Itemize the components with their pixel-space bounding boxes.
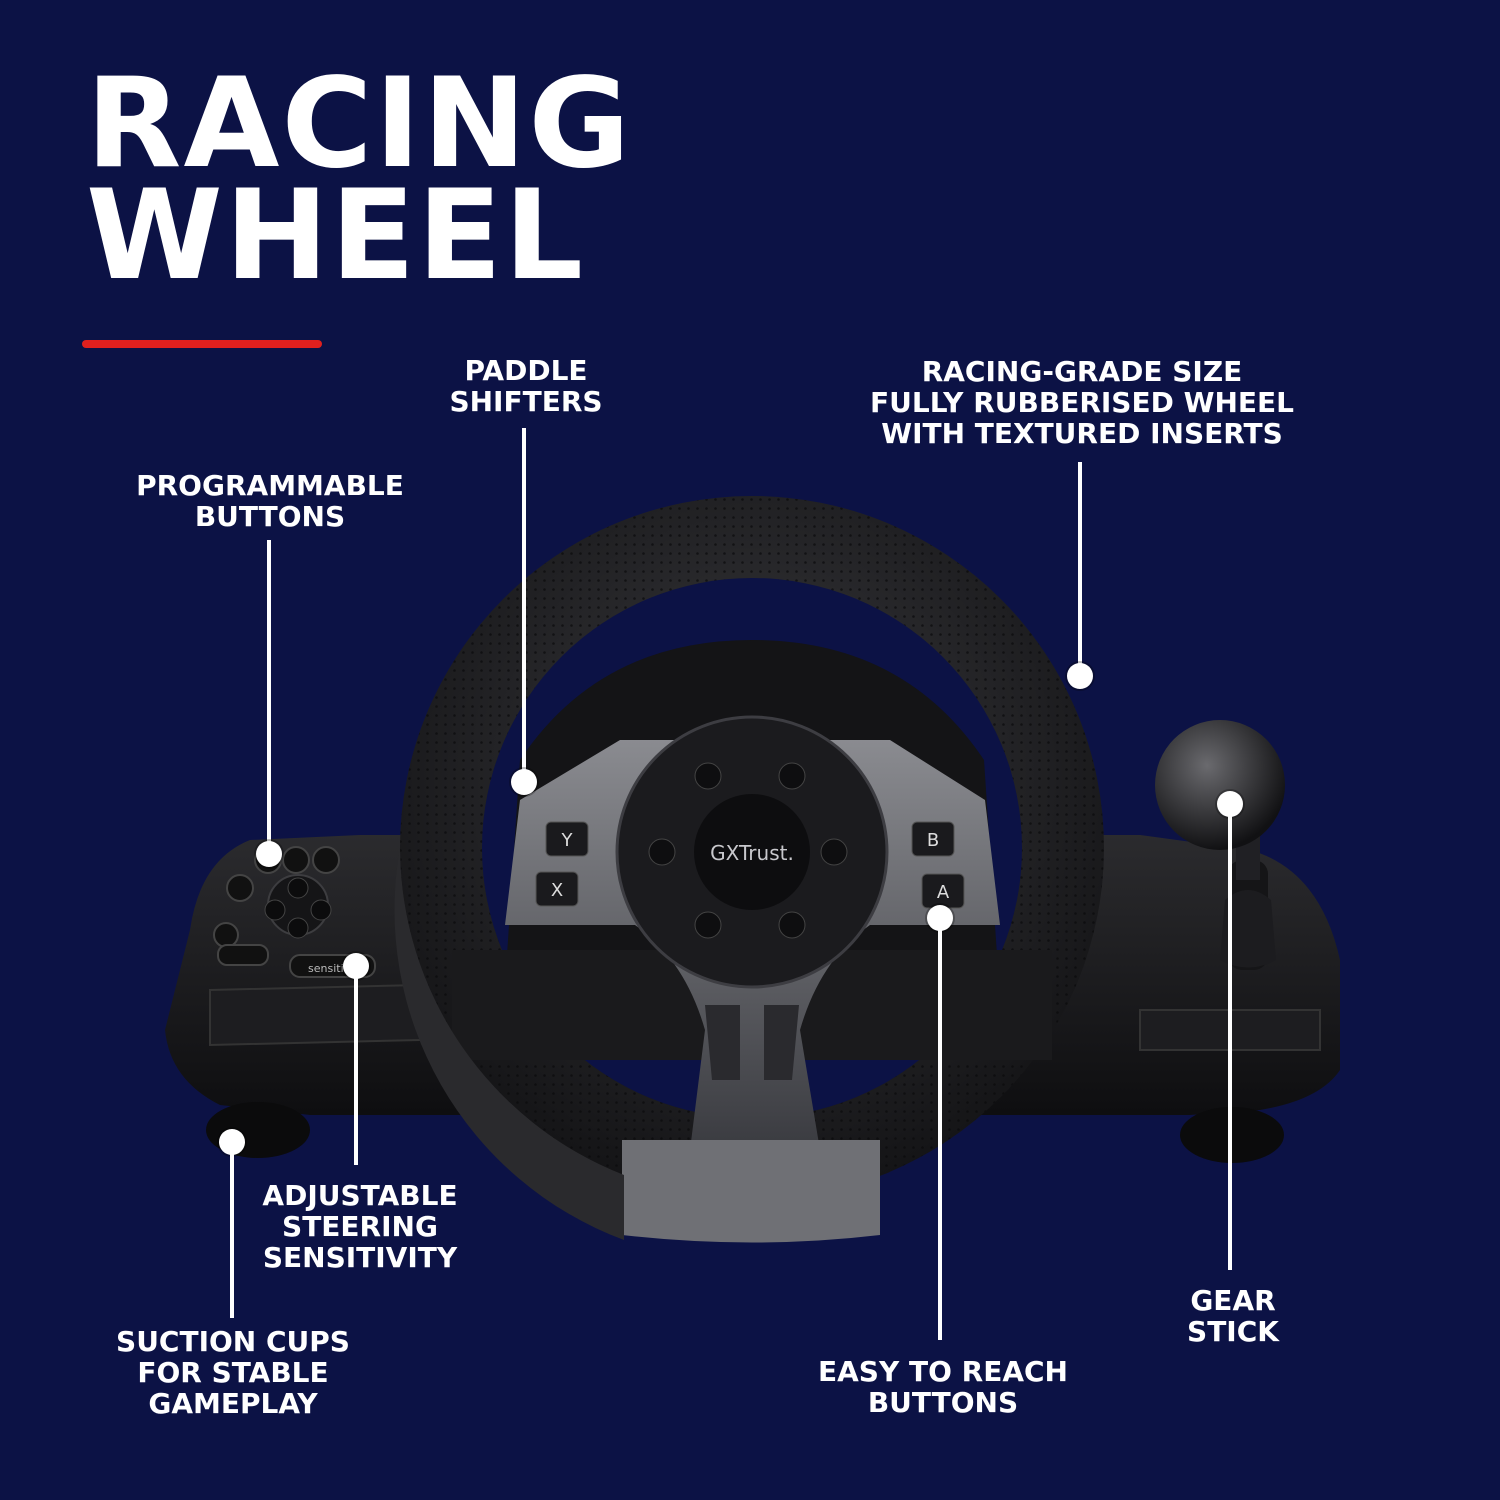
headline-line-1: RACING xyxy=(86,52,633,196)
callout-paddle-line-1: PADDLE xyxy=(464,354,588,387)
callout-adjustable-sensitivity: ADJUSTABLE STEERING SENSITIVITY xyxy=(262,1180,457,1273)
callout-reach-line-1: EASY TO REACH xyxy=(818,1355,1068,1388)
gear-stick-graphic xyxy=(1155,720,1285,970)
programmable-leader-line xyxy=(267,540,271,850)
callout-sensitivity-line-1: ADJUSTABLE xyxy=(262,1179,458,1212)
button-a-label: A xyxy=(937,882,950,903)
programmable-buttons-cluster: sensitivity xyxy=(213,846,376,978)
callout-gear-line-1: GEAR xyxy=(1190,1284,1276,1317)
callout-wheel-size-line-3: WITH TEXTURED INSERTS xyxy=(881,417,1283,450)
sensitivity-leader-line xyxy=(354,970,358,1165)
callout-wheel-size-line-2: FULLY RUBBERISED WHEEL xyxy=(870,386,1294,419)
callout-sensitivity-line-2: STEERING xyxy=(282,1210,438,1243)
wheel-size-leader-line xyxy=(1078,462,1082,674)
headline: RACING WHEEL xyxy=(86,52,633,308)
programmable-marker-dot xyxy=(256,841,282,867)
callout-wheel-size: RACING-GRADE SIZE FULLY RUBBERISED WHEEL… xyxy=(870,356,1294,449)
steering-wheel: GXTrust. Y X B A xyxy=(394,496,1104,1243)
callout-suction-cups: SUCTION CUPS FOR STABLE GAMEPLAY xyxy=(116,1326,350,1419)
callout-suction-line-3: GAMEPLAY xyxy=(148,1387,318,1420)
suction-cup-right xyxy=(1180,1107,1284,1163)
button-y-label: Y xyxy=(561,830,574,851)
button-b-label: B xyxy=(927,830,939,851)
callout-programmable-line-1: PROGRAMMABLE xyxy=(136,469,404,502)
callout-suction-line-2: FOR STABLE xyxy=(137,1356,329,1389)
callout-programmable-line-2: BUTTONS xyxy=(194,500,346,533)
headline-line-2: WHEEL xyxy=(86,164,585,308)
callout-sensitivity-line-3: SENSITIVITY xyxy=(262,1241,458,1274)
callout-programmable-buttons: PROGRAMMABLE BUTTONS xyxy=(136,470,404,532)
paddle-leader-line xyxy=(522,428,526,778)
callout-gear-line-2: STICK xyxy=(1187,1315,1279,1348)
callout-gear-stick: GEAR STICK xyxy=(1187,1285,1279,1347)
callout-reach-line-2: BUTTONS xyxy=(867,1386,1019,1419)
callout-wheel-size-line-1: RACING-GRADE SIZE xyxy=(921,355,1243,388)
wheel-size-marker-dot xyxy=(1067,663,1093,689)
suction-leader-line xyxy=(230,1146,234,1318)
callout-suction-line-1: SUCTION CUPS xyxy=(116,1325,350,1358)
button-x-label: X xyxy=(551,880,563,901)
callout-easy-reach-buttons: EASY TO REACH BUTTONS xyxy=(818,1356,1068,1418)
callout-paddle-shifters: PADDLE SHIFTERS xyxy=(449,355,602,417)
red-accent-divider xyxy=(82,340,322,348)
paddle-marker-dot xyxy=(511,769,537,795)
brand-logo: GXTrust. xyxy=(710,841,794,865)
callout-paddle-line-2: SHIFTERS xyxy=(449,385,603,418)
reach-buttons-leader-line xyxy=(938,922,942,1340)
gear-leader-line xyxy=(1228,808,1232,1270)
